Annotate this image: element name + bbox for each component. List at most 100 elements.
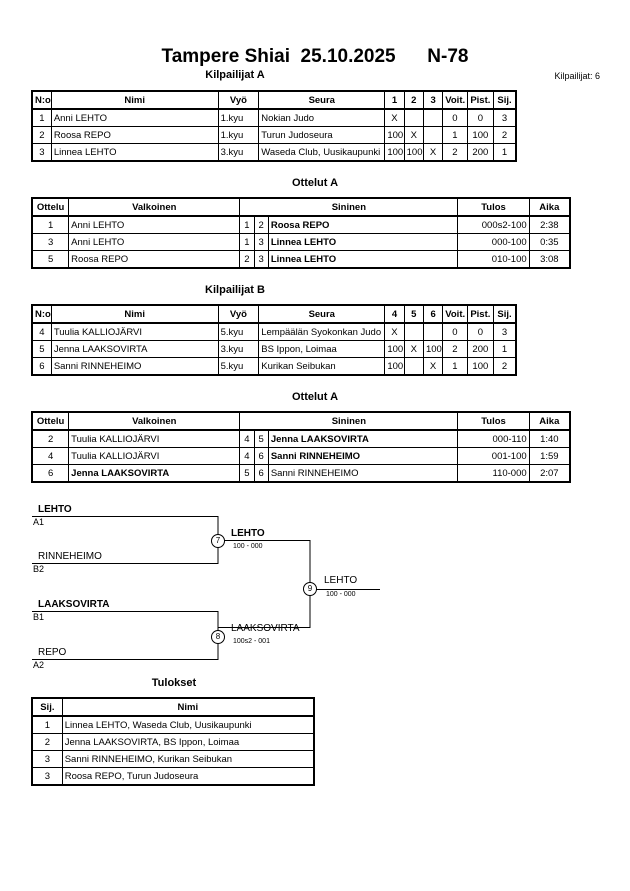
bracket-sf2-top-pool: B1 bbox=[33, 612, 45, 622]
cell-match: 3 bbox=[31, 233, 70, 251]
column-header: Valkoinen bbox=[68, 411, 241, 431]
cell-points: 100 bbox=[466, 357, 495, 376]
cell-wins: 0 bbox=[442, 322, 468, 341]
bracket-sf2-bottom-name: REPO bbox=[38, 647, 67, 658]
cell-match: 1 bbox=[31, 215, 70, 234]
cell-blue-no: 6 bbox=[253, 464, 269, 483]
bracket-sf1-score: 100 - 000 bbox=[233, 543, 263, 550]
column-header: 1 bbox=[384, 90, 405, 110]
cell-time: 1:59 bbox=[528, 447, 571, 465]
cell-time: 2:07 bbox=[528, 464, 571, 483]
cell-belt: 3.kyu bbox=[217, 340, 260, 358]
cell-place: 2 bbox=[31, 733, 63, 751]
cell-white: Tuulia KALLIOJÄRVI bbox=[68, 447, 241, 465]
cell-match: 5 bbox=[31, 250, 70, 269]
cell-m1: X bbox=[384, 322, 405, 341]
bracket-sf2-score: 100s2 - 001 bbox=[233, 638, 270, 645]
column-header: Voit. bbox=[442, 90, 468, 110]
cell-white-no: 4 bbox=[239, 429, 255, 448]
table-header-row: Sij.Nimi bbox=[31, 697, 315, 717]
column-header: 2 bbox=[403, 90, 424, 110]
cell-no: 4 bbox=[31, 322, 52, 341]
cell-white-no: 4 bbox=[239, 447, 255, 465]
cell-blue-no: 5 bbox=[253, 429, 269, 448]
cell-name: Roosa REPO bbox=[50, 126, 219, 144]
cell-no: 6 bbox=[31, 357, 52, 376]
column-header: Vyö bbox=[217, 304, 260, 324]
cell-points: 200 bbox=[466, 340, 495, 358]
column-header: Nimi bbox=[61, 697, 315, 717]
column-header: 6 bbox=[422, 304, 444, 324]
cell-blue-no: 6 bbox=[253, 447, 269, 465]
column-header: 4 bbox=[384, 304, 405, 324]
cell-name: Tuulia KALLIOJÄRVI bbox=[50, 322, 219, 341]
cell-belt: 5.kyu bbox=[217, 322, 260, 341]
cell-name: Linnea LEHTO, Waseda Club, Uusikaupunki bbox=[61, 715, 315, 734]
column-header: Sininen bbox=[239, 197, 459, 217]
cell-place: 3 bbox=[493, 108, 517, 127]
cell-m2 bbox=[403, 357, 424, 376]
cell-white-no: 1 bbox=[239, 233, 255, 251]
cell-time: 2:38 bbox=[528, 215, 571, 234]
cell-white: Anni LEHTO bbox=[68, 233, 241, 251]
cell-club: Lempäälän Syokonkan Judo bbox=[258, 322, 386, 341]
cell-match: 6 bbox=[31, 464, 70, 483]
cell-place: 1 bbox=[31, 715, 63, 734]
cell-m1: X bbox=[384, 108, 405, 127]
cell-m3 bbox=[422, 322, 444, 341]
cell-place: 1 bbox=[493, 340, 517, 358]
matches-a-title: Ottelut A bbox=[291, 177, 339, 189]
cell-club: Nokian Judo bbox=[258, 108, 386, 127]
cell-blue: Roosa REPO bbox=[267, 215, 459, 234]
cell-blue-no: 2 bbox=[253, 215, 269, 234]
cell-white: Jenna LAAKSOVIRTA bbox=[68, 464, 241, 483]
cell-time: 1:40 bbox=[528, 429, 571, 448]
cell-m2: X bbox=[403, 340, 424, 358]
cell-club: Turun Judoseura bbox=[258, 126, 386, 144]
cell-score: 000-110 bbox=[457, 429, 530, 448]
column-header: Pist. bbox=[466, 304, 495, 324]
bracket-sf1-bottom-name: RINNEHEIMO bbox=[38, 551, 102, 562]
cell-points: 0 bbox=[466, 322, 495, 341]
column-header: Aika bbox=[528, 197, 571, 217]
competitor-count: Kilpailijat: 6 bbox=[554, 71, 600, 81]
cell-match: 4 bbox=[31, 447, 70, 465]
matches-b-title: Ottelut A bbox=[291, 391, 339, 403]
cell-m2 bbox=[403, 108, 424, 127]
cell-belt: 1.kyu bbox=[217, 126, 260, 144]
column-header: Nimi bbox=[50, 90, 219, 110]
cell-belt: 5.kyu bbox=[217, 357, 260, 376]
cell-name: Roosa REPO, Turun Judoseura bbox=[61, 767, 315, 786]
bracket-sf1-number: 7 bbox=[211, 534, 225, 548]
bracket-final-winner: LEHTO bbox=[324, 575, 358, 586]
cell-white: Roosa REPO bbox=[68, 250, 241, 269]
column-header: Tulos bbox=[457, 197, 530, 217]
column-header: 5 bbox=[403, 304, 424, 324]
cell-white-no: 2 bbox=[239, 250, 255, 269]
bracket-sf2-bottom-pool: A2 bbox=[33, 660, 45, 670]
cell-belt: 1.kyu bbox=[217, 108, 260, 127]
cell-m2 bbox=[403, 322, 424, 341]
bracket-sf2-top-name: LAAKSOVIRTA bbox=[38, 599, 110, 610]
results-title: Tulokset bbox=[151, 677, 197, 689]
column-header: Ottelu bbox=[31, 411, 70, 431]
cell-blue: Linnea LEHTO bbox=[267, 233, 459, 251]
column-header: Ottelu bbox=[31, 197, 70, 217]
column-header: Vyö bbox=[217, 90, 260, 110]
column-header: Aika bbox=[528, 411, 571, 431]
bracket-final-number: 9 bbox=[303, 582, 317, 596]
cell-m3 bbox=[422, 108, 444, 127]
cell-club: Kurikan Seibukan bbox=[258, 357, 386, 376]
